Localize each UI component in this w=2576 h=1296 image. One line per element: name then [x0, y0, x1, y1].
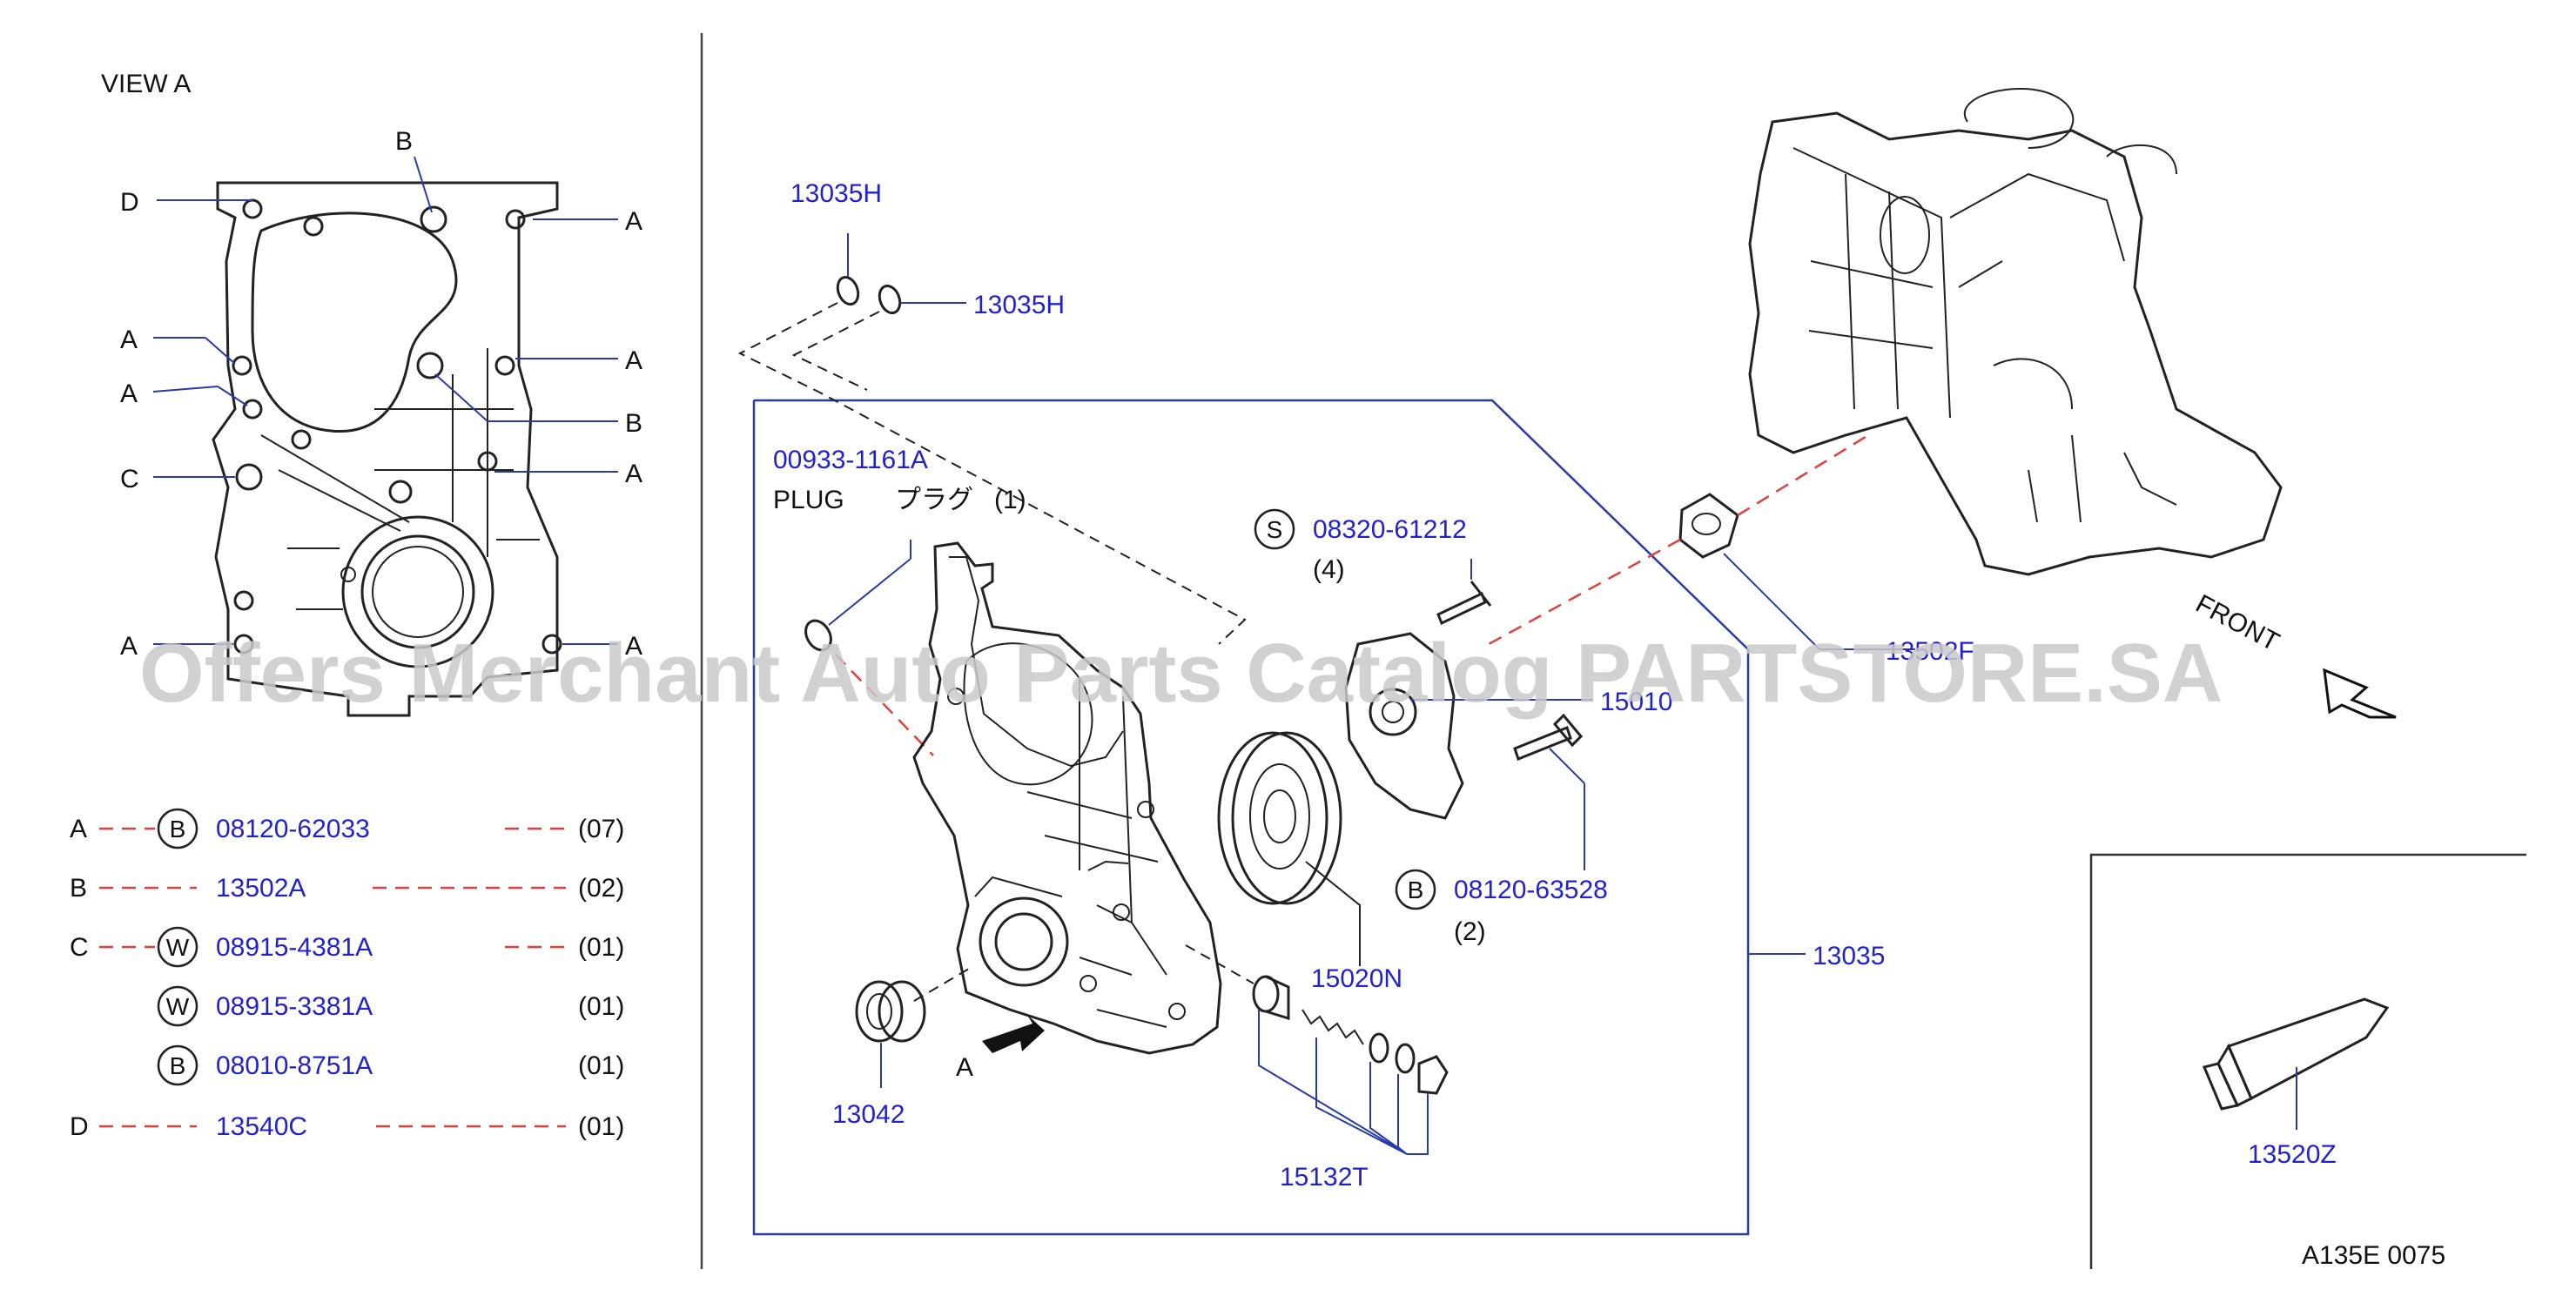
view-a-label-a-r2: A — [625, 346, 642, 375]
legend-part-link[interactable]: 13540C — [216, 1112, 307, 1141]
callout-15132t[interactable]: 15132T — [1280, 1163, 1369, 1192]
legend-part-link[interactable]: 08120-62033 — [216, 815, 370, 843]
legend-part-link[interactable]: 08915-4381A — [216, 933, 373, 962]
view-a-label-a-r3: A — [625, 460, 642, 488]
view-a-label-a-l2: A — [120, 379, 138, 408]
oil-seal-13042 — [855, 965, 974, 1088]
legend-symbol-circle — [157, 808, 198, 849]
stud — [1087, 860, 1129, 871]
view-a-label-b-r: B — [625, 409, 642, 438]
legend-symbol: B — [170, 1052, 186, 1079]
legend-qty: (02) — [578, 874, 624, 903]
front-arrow-icon — [2323, 668, 2397, 719]
legend-key: B — [70, 874, 87, 903]
legend-qty: (01) — [578, 1051, 624, 1080]
view-a-leaders — [152, 156, 618, 645]
callout-13520z[interactable]: 13520Z — [2248, 1140, 2337, 1169]
callout-08120-63528[interactable]: 08120-63528 — [1454, 876, 1608, 904]
arrow-label-a: A — [956, 1053, 973, 1082]
legend-symbol: W — [166, 934, 190, 961]
view-a-label-c: C — [120, 465, 139, 494]
callout-15020n[interactable]: 15020N — [1311, 964, 1402, 993]
bolt-qty: (2) — [1454, 917, 1486, 946]
legend-qty: (01) — [578, 992, 624, 1021]
watermark-text: Offers Merchant Auto Parts Catalog PARTS… — [139, 627, 2223, 720]
legend-symbol-circle — [157, 1044, 198, 1086]
screw-qty: (4) — [1313, 555, 1345, 584]
callout-13035h-right[interactable]: 13035H — [973, 291, 1065, 319]
plug-qty: (1) — [994, 486, 1026, 514]
legend-symbol: W — [166, 993, 190, 1020]
view-a-label-d: D — [120, 188, 139, 217]
dowel-13502f — [1488, 433, 1915, 650]
symbol-b: B — [1408, 876, 1424, 903]
view-a-label-a-r4: A — [625, 632, 642, 661]
view-a-label-a-l3: A — [120, 632, 138, 661]
screw-08320 — [1436, 559, 1492, 626]
sealant-frame — [2089, 853, 2526, 1269]
legend-key: A — [70, 815, 87, 843]
legend-symbol-circle — [157, 985, 198, 1027]
view-a-label-a-r1: A — [625, 207, 642, 236]
view-a-label-a-l1: A — [120, 326, 138, 354]
legend-key: D — [70, 1112, 89, 1141]
callout-13035[interactable]: 13035 — [1813, 942, 1885, 970]
plug-label-jp: プラグ — [895, 485, 973, 515]
relief-valve-parts — [1185, 944, 1449, 1155]
oil-pump-gear — [1217, 731, 1361, 966]
symbol-circle-s — [1254, 508, 1295, 550]
callout-13035h-top[interactable]: 13035H — [790, 179, 882, 208]
plug-label: PLUG — [773, 486, 844, 514]
legend-qty: (01) — [578, 1112, 624, 1141]
legend-symbol: B — [170, 816, 186, 843]
legend-table: A B 08120-62033 (07) B 13502A (02) C W 0… — [70, 808, 624, 1141]
symbol-s: S — [1267, 516, 1283, 543]
view-direction-arrow — [982, 1015, 1045, 1053]
callout-13042[interactable]: 13042 — [832, 1100, 905, 1129]
diagram-code: A135E 0075 — [2302, 1241, 2445, 1270]
legend-symbol-circle — [157, 926, 198, 968]
callout-15010[interactable]: 15010 — [1600, 688, 1672, 716]
callout-13502f[interactable]: 13502F — [1886, 637, 1974, 666]
plug-part — [804, 619, 832, 652]
symbol-circle-b — [1395, 869, 1436, 910]
front-cover-drawing — [912, 541, 1222, 1055]
legend-key: C — [70, 933, 89, 962]
legend-part-link[interactable]: 13502A — [216, 874, 306, 903]
legend-part-link[interactable]: 08010-8751A — [216, 1051, 373, 1080]
assembly-frame — [752, 399, 1750, 1236]
legend-part-link[interactable]: 08915-3381A — [216, 992, 373, 1021]
engine-block-drawing — [1748, 88, 2283, 576]
legend-qty: (01) — [578, 933, 624, 962]
sealant-tube — [2202, 997, 2390, 1130]
view-title: VIEW A — [101, 70, 191, 98]
callout-08320-61212[interactable]: 08320-61212 — [1313, 515, 1467, 544]
callout-00933-1161a[interactable]: 00933-1161A — [773, 446, 928, 474]
bolt-08120-63528 — [1513, 713, 1585, 870]
view-a-label-b-top: B — [395, 127, 413, 156]
o-ring-parts — [737, 233, 1247, 645]
oil-pump-body — [1344, 632, 1593, 820]
legend-qty: (07) — [578, 815, 624, 843]
